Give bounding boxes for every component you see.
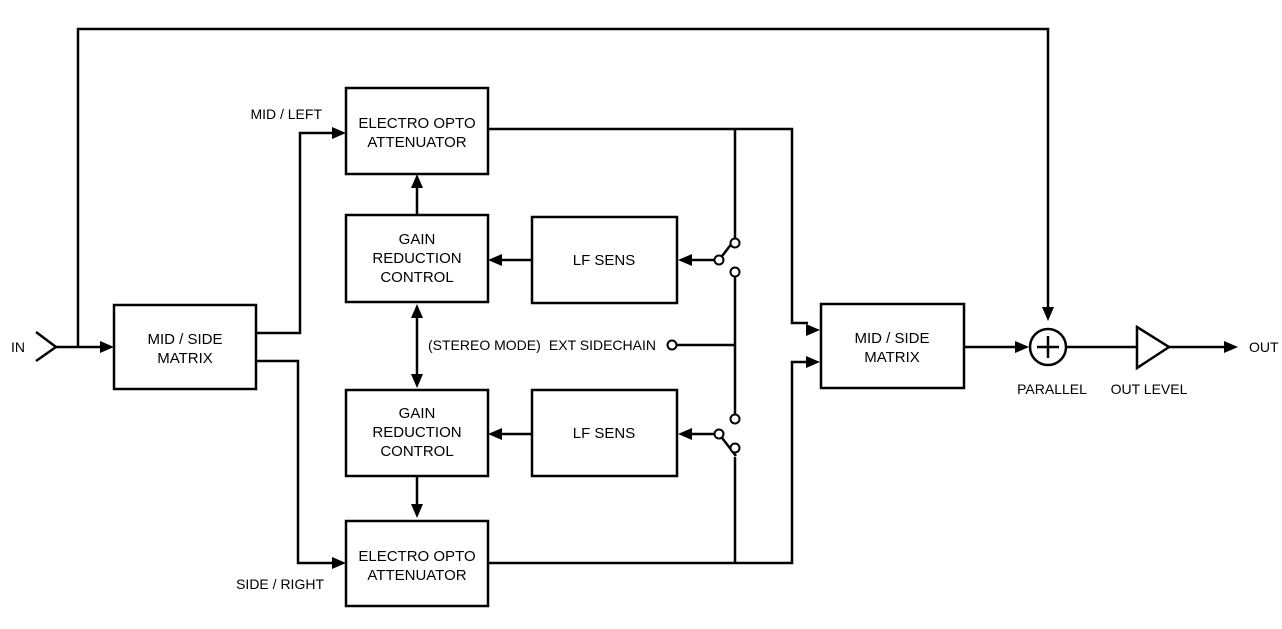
gain-reduction-control-bottom: GAIN REDUCTION CONTROL [344,388,490,478]
arrow-into-grc-bottom [488,428,502,440]
arrow-into-lf-top [678,254,692,266]
arrow-into-sum [1015,341,1029,353]
wire-parallel-bypass [76,27,1050,347]
switch-bottom-contact-a [729,413,741,425]
eoa-bot-line-1: ELECTRO OPTO [358,548,475,565]
eoa-top-line-1: ELECTRO OPTO [358,115,475,132]
ms-out-line-2: MATRIX [864,349,920,366]
grc-bot-line-2: REDUCTION [372,424,461,441]
electro-opto-attenuator-bottom: ELECTRO OPTO ATTENUATOR [344,519,490,608]
wire-eoa-bot-output [487,360,808,565]
input-connector-symbol [35,331,59,363]
label-side-right: SIDE / RIGHT [236,576,324,592]
arrow-into-eoa-bottom [332,557,346,569]
arrow-stereo-link-down [411,374,423,388]
grc-top-line-2: REDUCTION [372,250,461,267]
arrow-into-ms-out-top [806,324,820,336]
arrow-into-grc-top [488,254,502,266]
arrow-into-eoa-top [332,127,346,139]
switch-bottom-contact-b [729,442,741,454]
label-out-level: OUT LEVEL [1111,381,1188,397]
arrow-into-lf-bottom [678,428,692,440]
electro-opto-attenuator-top: ELECTRO OPTO ATTENUATOR [344,86,490,176]
arrow-up-into-eoa-top [411,174,423,188]
wire-eoa-top-output [487,127,808,325]
grc-top-line-1: GAIN [399,231,436,248]
ms-in-line-2: MATRIX [157,350,213,367]
label-mid-left: MID / LEFT [250,106,322,122]
label-ext-sidechain: EXT SIDECHAIN [549,337,656,353]
switch-top-contact-a [729,237,741,249]
ext-sidechain-input-jack [666,339,678,351]
eoa-bot-line-2: ATTENUATOR [367,567,466,584]
mid-side-matrix-output: MID / SIDE MATRIX [819,302,966,390]
gain-reduction-control-top: GAIN REDUCTION CONTROL [344,213,490,304]
out-level-amp-symbol [1135,324,1172,371]
label-out: OUT [1249,339,1279,355]
lf-sens-bottom: LF SENS [530,388,679,478]
grc-bot-line-1: GAIN [399,405,436,422]
parallel-sum-icon [1028,327,1068,367]
arrow-into-ms-matrix [100,341,114,353]
lf-sens-top: LF SENS [530,215,679,305]
arrow-into-parallel-sum [1042,307,1054,321]
grc-bot-line-3: CONTROL [380,443,453,460]
eoa-top-line-2: ATTENUATOR [367,134,466,151]
wire-side-right [256,359,334,565]
mid-side-matrix-input: MID / SIDE MATRIX [112,303,258,391]
lf-bot-label: LF SENS [573,425,636,442]
arrow-into-ms-out-bottom [806,356,820,368]
ms-in-line-1: MID / SIDE [147,331,222,348]
label-in: IN [11,339,25,355]
switch-top-pivot [713,254,725,266]
grc-top-line-3: CONTROL [380,269,453,286]
arrow-to-out [1224,341,1238,353]
ms-out-line-1: MID / SIDE [854,330,929,347]
lf-top-label: LF SENS [573,252,636,269]
wire-mid-left [256,131,334,335]
switch-bottom-pivot [713,428,725,440]
label-parallel: PARALLEL [1017,381,1087,397]
arrow-down-into-eoa-bottom [411,504,423,518]
label-stereo-mode: (STEREO MODE) [428,337,541,353]
arrow-stereo-link-up [411,304,423,318]
switch-top-contact-b [729,266,741,278]
